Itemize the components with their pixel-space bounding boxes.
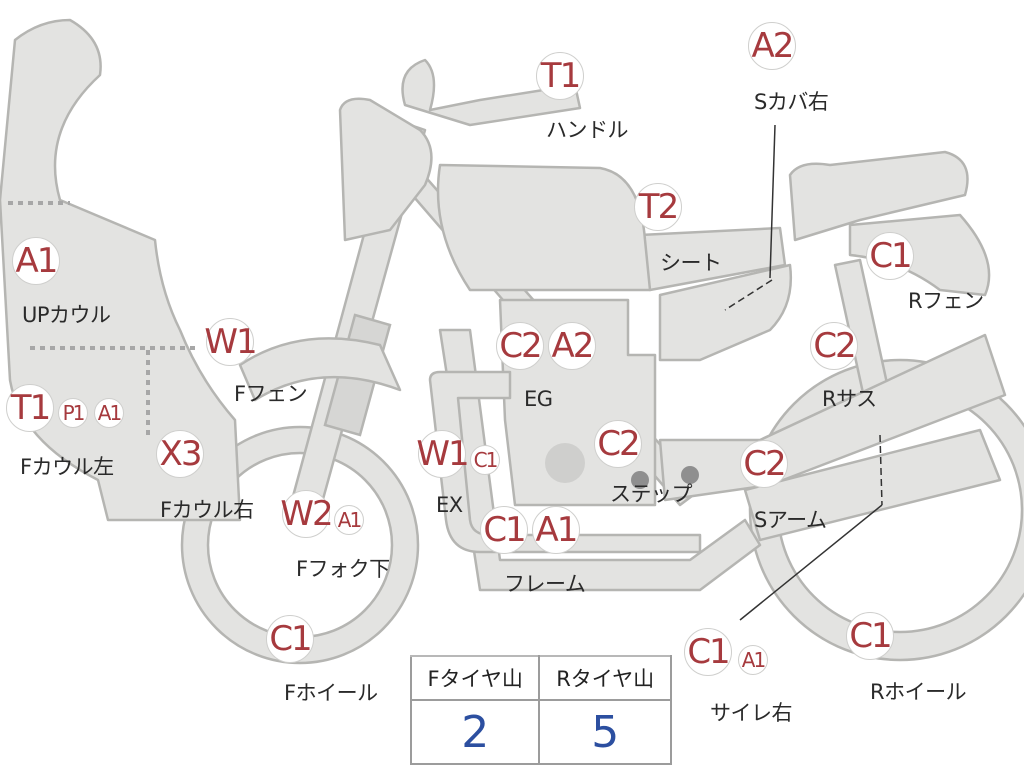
table-header-row: Fタイヤ山 Rタイヤ山 [409, 655, 672, 701]
badge-up-cowl-a1: A1 [12, 237, 60, 285]
badge-step-c2: C2 [594, 420, 642, 468]
badge-f-fender-w1: W1 [204, 318, 258, 366]
label-r-suspension: Rサス [822, 387, 877, 411]
label-step: ステップ [610, 482, 693, 506]
label-f-wheel: Fホイール [284, 681, 378, 705]
badge-f-cowl-left-p1: P1 [58, 398, 88, 428]
label-r-wheel: Rホイール [870, 680, 967, 704]
badge-f-fork-lower-w2: W2 [280, 490, 334, 538]
label-swing-arm: Sアーム [754, 508, 827, 532]
badge-handle-t1: T1 [536, 52, 584, 100]
handlebar-shape [401, 58, 582, 127]
badge-silencer-right-c1: C1 [684, 628, 732, 676]
label-frame: フレーム [504, 572, 586, 596]
front-fender-shape [238, 337, 402, 402]
badge-f-wheel-c1: C1 [266, 615, 314, 663]
tire-tread-table: Fタイヤ山 Rタイヤ山 2 5 [409, 655, 672, 765]
value-rear-tire-tread: 5 [538, 699, 672, 765]
meter-shape [338, 97, 433, 242]
cowl-shape [0, 18, 242, 522]
tail-cowl-shape [788, 150, 969, 242]
label-f-cowl-right: Fカウル右 [160, 498, 254, 522]
label-f-fender: Fフェン [234, 382, 308, 406]
value-front-tire-tread: 2 [409, 699, 541, 765]
badge-engine-a2: A2 [548, 322, 596, 370]
label-seat: シート [660, 251, 722, 275]
exhaust-shape [428, 370, 702, 554]
step-shape [631, 466, 699, 489]
badge-swing-arm-c2: C2 [740, 440, 788, 488]
front-wheel-shape [180, 425, 420, 665]
badge-engine-c2: C2 [496, 322, 544, 370]
label-up-cowl: UPカウル [22, 303, 111, 327]
label-handle: ハンドル [546, 118, 629, 142]
header-rear-tire-tread: Rタイヤ山 [538, 655, 672, 701]
label-silencer-right: サイレ右 [710, 701, 793, 725]
badge-f-fork-lower-a1: A1 [334, 505, 364, 535]
badge-side-cover-right-a2: A2 [748, 22, 796, 70]
badge-seat-t2: T2 [634, 183, 682, 231]
frame-lower-shape [438, 328, 762, 592]
badge-frame-c1: C1 [480, 506, 528, 554]
badge-r-suspension-c2: C2 [810, 322, 858, 370]
label-f-cowl-left: Fカウル左 [20, 455, 114, 479]
badge-exhaust-w1: W1 [416, 430, 470, 478]
fuel-tank-shape [436, 163, 652, 292]
badge-r-fender-c1: C1 [866, 232, 914, 280]
badge-frame-a1: A1 [532, 506, 580, 554]
label-side-cover-right: Sカバ右 [754, 90, 829, 114]
silencer-shape [743, 428, 1002, 542]
badge-exhaust-c1: C1 [470, 445, 500, 475]
badge-f-cowl-left-t1: T1 [6, 384, 54, 432]
label-exhaust: EX [436, 493, 463, 517]
badge-f-cowl-right-x3: X3 [156, 430, 204, 478]
badge-r-wheel-c1: C1 [846, 612, 894, 660]
label-r-fender: Rフェン [908, 289, 984, 313]
label-engine: EG [524, 387, 553, 411]
badge-f-cowl-left-a1: A1 [94, 398, 124, 428]
label-f-fork-lower: Fフォク下 [296, 557, 390, 581]
badge-silencer-right-a1: A1 [738, 645, 768, 675]
header-front-tire-tread: Fタイヤ山 [409, 655, 541, 701]
table-row: 2 5 [409, 699, 672, 765]
